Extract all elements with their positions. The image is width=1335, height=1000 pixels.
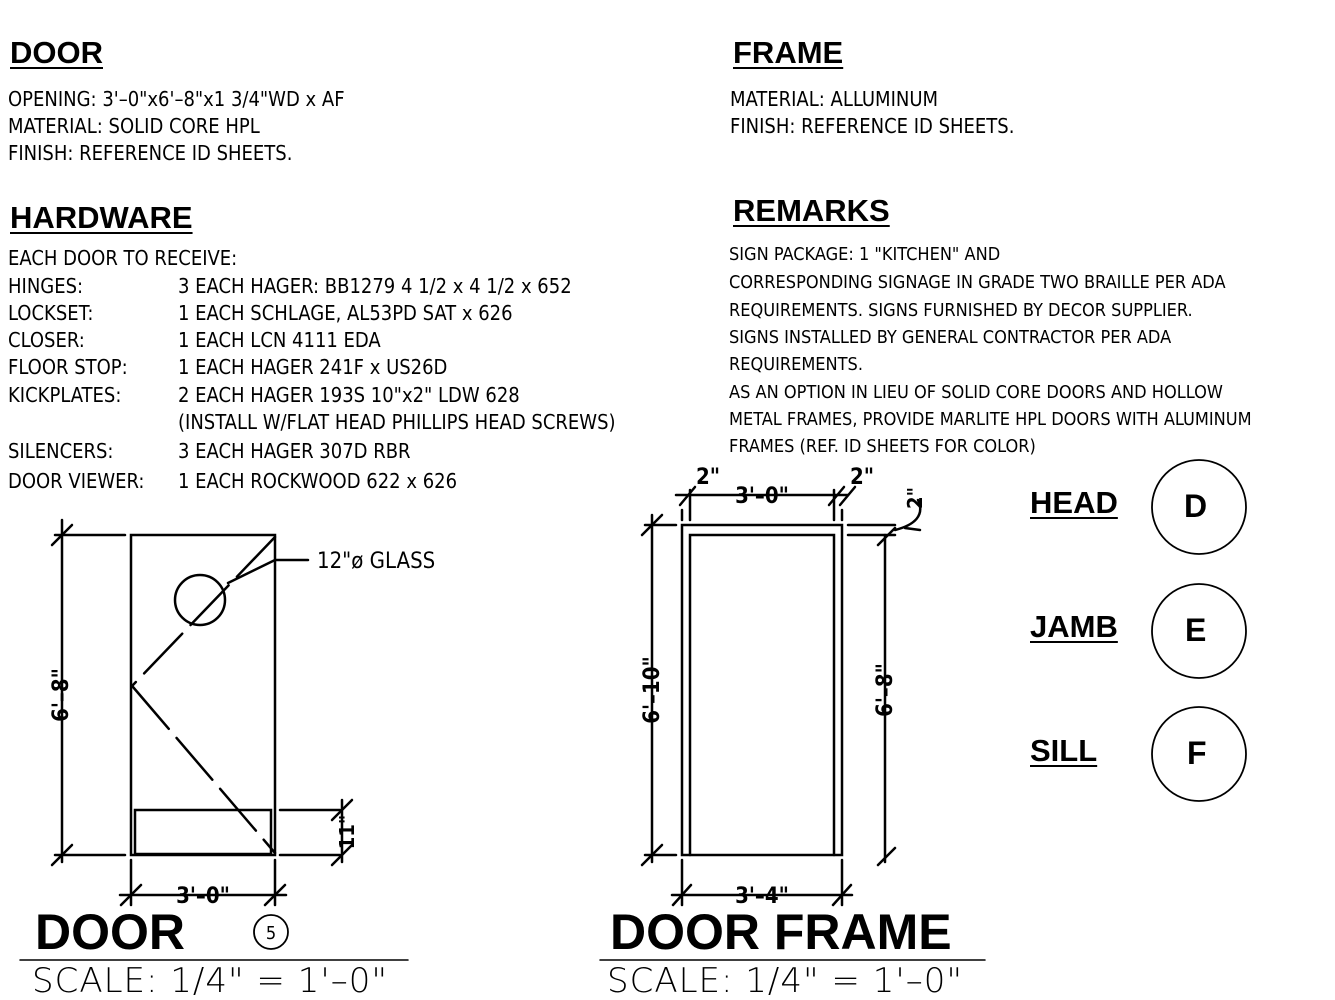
hardware-value: (INSTALL W/FLAT HEAD PHILLIPS HEAD SCREW… xyxy=(178,410,616,434)
remarks-line: AS AN OPTION IN LIEU OF SOLID CORE DOORS… xyxy=(729,382,1223,403)
detail-label-jamb: JAMB xyxy=(1030,609,1118,644)
hardware-label: FLOOR STOP: xyxy=(8,355,128,379)
frame-drawing-scale: SCALE: 1/4" = 1'–0" xyxy=(607,961,963,1000)
door-heading: DOOR xyxy=(10,35,103,70)
hardware-label: KICKPLATES: xyxy=(8,383,122,407)
frame-opening-dim-text: 3'–0" xyxy=(735,484,789,509)
door-drawing-scale: SCALE: 1/4" = 1'–0" xyxy=(32,961,388,1000)
frame-head-dim-text: 2" xyxy=(903,487,927,509)
detail-label-sill: SILL xyxy=(1030,733,1098,768)
frame-spec-material: MATERIAL: ALLUMINUM xyxy=(730,87,939,111)
hardware-label: LOCKSET: xyxy=(8,301,94,325)
frame-opening xyxy=(688,533,836,857)
hardware-heading: HARDWARE xyxy=(10,200,193,235)
kickplate xyxy=(133,808,273,856)
remarks-line: REQUIREMENTS. xyxy=(729,354,863,375)
head-dimension-leader xyxy=(893,498,922,532)
hardware-intro: EACH DOOR TO RECEIVE: xyxy=(8,246,238,270)
frame-elevation xyxy=(599,485,986,961)
door-spec-material: MATERIAL: SOLID CORE HPL xyxy=(8,114,260,138)
remarks-line: CORRESPONDING SIGNAGE IN GRADE TWO BRAIL… xyxy=(729,272,1226,293)
hardware-value: 1 EACH LCN 4111 EDA xyxy=(178,328,381,352)
detail-label-head: HEAD xyxy=(1030,485,1118,520)
frame-spec-finish: FINISH: REFERENCE ID SHEETS. xyxy=(730,114,1015,138)
door-height-dim-text: 6'–8" xyxy=(49,668,74,722)
detail-key-jamb: E xyxy=(1185,612,1207,648)
hardware-value: 3 EACH HAGER: BB1279 4 1/2 x 4 1/2 x 652 xyxy=(178,274,572,298)
door-swing-line xyxy=(131,535,277,687)
detail-key-head: D xyxy=(1184,488,1208,524)
detail-bubble-head xyxy=(1151,459,1247,555)
remarks-line: REQUIREMENTS. SIGNS FURNISHED BY DECOR S… xyxy=(729,300,1193,321)
glass-leader xyxy=(226,558,310,585)
frame-drawing-title: DOOR FRAME xyxy=(610,904,952,960)
detail-number-bubble xyxy=(253,914,289,950)
detail-bubble-sill xyxy=(1151,706,1247,802)
door-spec-opening: OPENING: 3'–0"x6'–8"x1 3/4"WD x AF xyxy=(8,87,345,111)
frame-heading: FRAME xyxy=(733,35,844,70)
hardware-label: CLOSER: xyxy=(8,328,85,352)
door-drawing-title: DOOR xyxy=(35,904,185,960)
hardware-label: DOOR VIEWER: xyxy=(8,469,145,493)
door-width-dim-text: 3'–0" xyxy=(176,884,230,909)
glass-lite-circle xyxy=(173,573,227,627)
frame-opening-height-dim-text: 6'–8" xyxy=(873,663,898,717)
frame-overall-height-dim-text: 6'–10" xyxy=(640,656,665,724)
remarks-heading: REMARKS xyxy=(733,193,890,228)
detail-key-sill: F xyxy=(1187,735,1207,771)
remarks-line: SIGN PACKAGE: 1 "KITCHEN" AND xyxy=(729,244,1001,265)
hardware-label: HINGES: xyxy=(8,274,84,298)
detail-bubble-jamb xyxy=(1151,583,1247,679)
door-swing-line xyxy=(131,685,277,855)
glass-note: 12"ø GLASS xyxy=(317,549,435,574)
remarks-line: FRAMES (REF. ID SHEETS FOR COLOR) xyxy=(729,436,1036,457)
hardware-value: 1 EACH HAGER 241F x US26D xyxy=(178,355,448,379)
frame-outline xyxy=(680,523,844,857)
door-outline xyxy=(129,533,277,857)
hardware-label: SILENCERS: xyxy=(8,439,114,463)
hardware-value: 2 EACH HAGER 193S 10"x2" LDW 628 xyxy=(178,383,520,407)
hardware-value: 1 EACH ROCKWOOD 622 x 626 xyxy=(178,469,458,493)
frame-jamb-right-dim-text: 2" xyxy=(850,465,874,490)
door-spec-finish: FINISH: REFERENCE ID SHEETS. xyxy=(8,141,293,165)
remarks-line: SIGNS INSTALLED BY GENERAL CONTRACTOR PE… xyxy=(729,327,1172,348)
remarks-line: METAL FRAMES, PROVIDE MARLITE HPL DOORS … xyxy=(729,409,1252,430)
detail-number: 5 xyxy=(266,923,276,944)
kickplate-dim-text: 11" xyxy=(335,815,359,849)
door-elevation xyxy=(19,518,409,961)
frame-jamb-left-dim-text: 2" xyxy=(696,465,720,490)
hardware-value: 1 EACH SCHLAGE, AL53PD SAT x 626 xyxy=(178,301,513,325)
frame-overall-width-dim-text: 3'–4" xyxy=(735,884,789,909)
hardware-value: 3 EACH HAGER 307D RBR xyxy=(178,439,411,463)
